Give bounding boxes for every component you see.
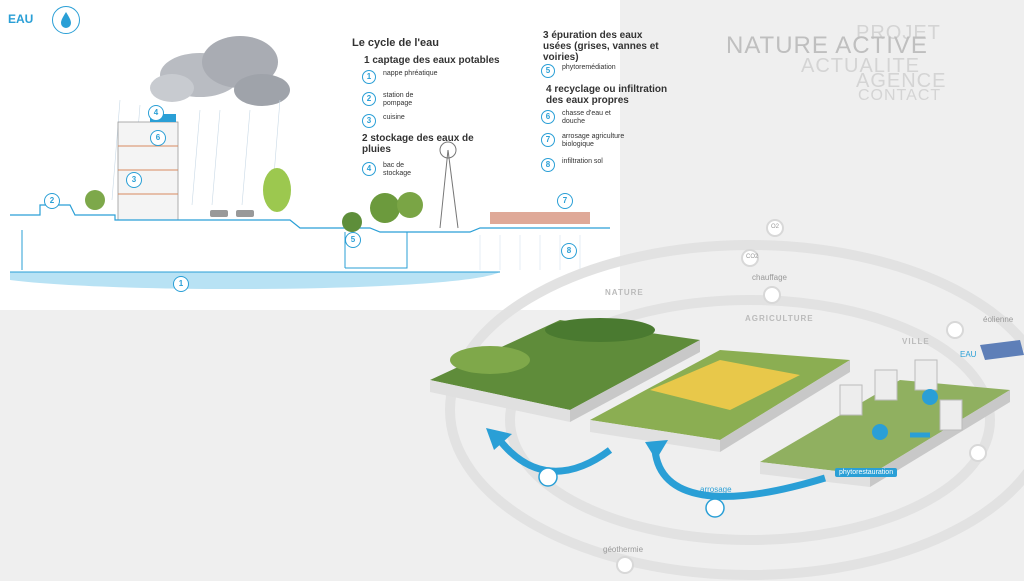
legend-number: 4 <box>362 162 376 176</box>
group-1-title: 1 captage des eaux potables <box>364 55 500 66</box>
cross-section-illustration <box>10 36 610 290</box>
label-agriculture: AGRICULTURE <box>745 314 814 323</box>
legend-text: phytoremédiation <box>562 64 616 71</box>
marker-2[interactable]: 2 <box>44 193 60 209</box>
label-eolienne: éolienne <box>983 315 1014 324</box>
legend-number: 6 <box>541 110 555 124</box>
marker-6[interactable]: 6 <box>150 130 166 146</box>
legend-item-3: 3 cuisine <box>362 114 405 128</box>
legend-item-5: 5 phytoremédiation <box>541 64 616 78</box>
label-phytorestauration: phytorestauration <box>835 468 898 477</box>
label-chauffage: chauffage <box>752 273 787 282</box>
legend-text: arrosage agriculture biologique <box>562 133 625 148</box>
legend-item-4: 4 bac de stockage <box>362 162 428 178</box>
legend-item-2: 2 station de pompage <box>362 92 433 108</box>
legend-item-1: 1 nappe phréatique <box>362 70 438 84</box>
marker-7[interactable]: 7 <box>557 193 573 209</box>
label-eau: EAU <box>960 350 977 359</box>
marker-3[interactable]: 3 <box>126 172 142 188</box>
nav-contact[interactable]: CONTACT <box>858 87 942 104</box>
label-o2: O2 <box>771 224 780 230</box>
marker-5[interactable]: 5 <box>345 232 361 248</box>
legend-heading: Le cycle de l'eau <box>352 37 439 49</box>
legend-item-6: 6 chasse d'eau et douche <box>541 110 617 126</box>
legend-number: 8 <box>541 158 555 172</box>
marker-4[interactable]: 4 <box>148 105 164 121</box>
nature-city-diagram <box>430 219 1024 580</box>
cloud-icon <box>150 36 290 106</box>
legend-number: 5 <box>541 64 555 78</box>
legend-text: cuisine <box>383 114 405 121</box>
legend-number: 2 <box>362 92 376 106</box>
nav-projet[interactable]: PROJET <box>856 22 941 44</box>
legend-number: 1 <box>362 70 376 84</box>
nav-agence[interactable]: AGENCE <box>856 70 947 92</box>
eau-title: EAU <box>8 12 34 26</box>
legend-text: nappe phréatique <box>383 70 438 77</box>
water-drop-icon <box>52 6 80 34</box>
group-4-title: 4 recyclage ou infiltration des eaux pro… <box>546 84 668 106</box>
nav-actualite[interactable]: ACTUALITE <box>801 55 921 77</box>
legend-text: station de pompage <box>383 92 414 107</box>
legend-text: chasse d'eau et douche <box>562 110 611 125</box>
marker-1[interactable]: 1 <box>173 276 189 292</box>
label-co2: CO2 <box>746 254 759 260</box>
group-3-title: 3 épuration des eaux usées (grises, vann… <box>543 30 659 63</box>
legend-number: 7 <box>541 133 555 147</box>
group-2-title: 2 stockage des eaux de pluies <box>362 133 474 155</box>
legend-number: 3 <box>362 114 376 128</box>
nav-nature-active[interactable]: NATURE ACTIVE <box>726 32 928 59</box>
marker-8[interactable]: 8 <box>561 243 577 259</box>
legend-item-7: 7 arrosage agriculture biologique <box>541 133 642 149</box>
main-nav: PROJET NATURE ACTIVE ACTUALITE AGENCE CO… <box>726 22 956 104</box>
water-cycle-section-panel <box>0 0 620 310</box>
label-arrosage: arrosage <box>700 485 732 494</box>
label-ville: VILLE <box>902 337 930 346</box>
label-nature: NATURE <box>605 288 644 297</box>
legend-item-8: 8 infiltration sol <box>541 158 603 172</box>
legend-text: bac de stockage <box>383 162 412 177</box>
legend-text: infiltration sol <box>562 158 603 165</box>
label-geothermie: géothermie <box>603 545 644 554</box>
